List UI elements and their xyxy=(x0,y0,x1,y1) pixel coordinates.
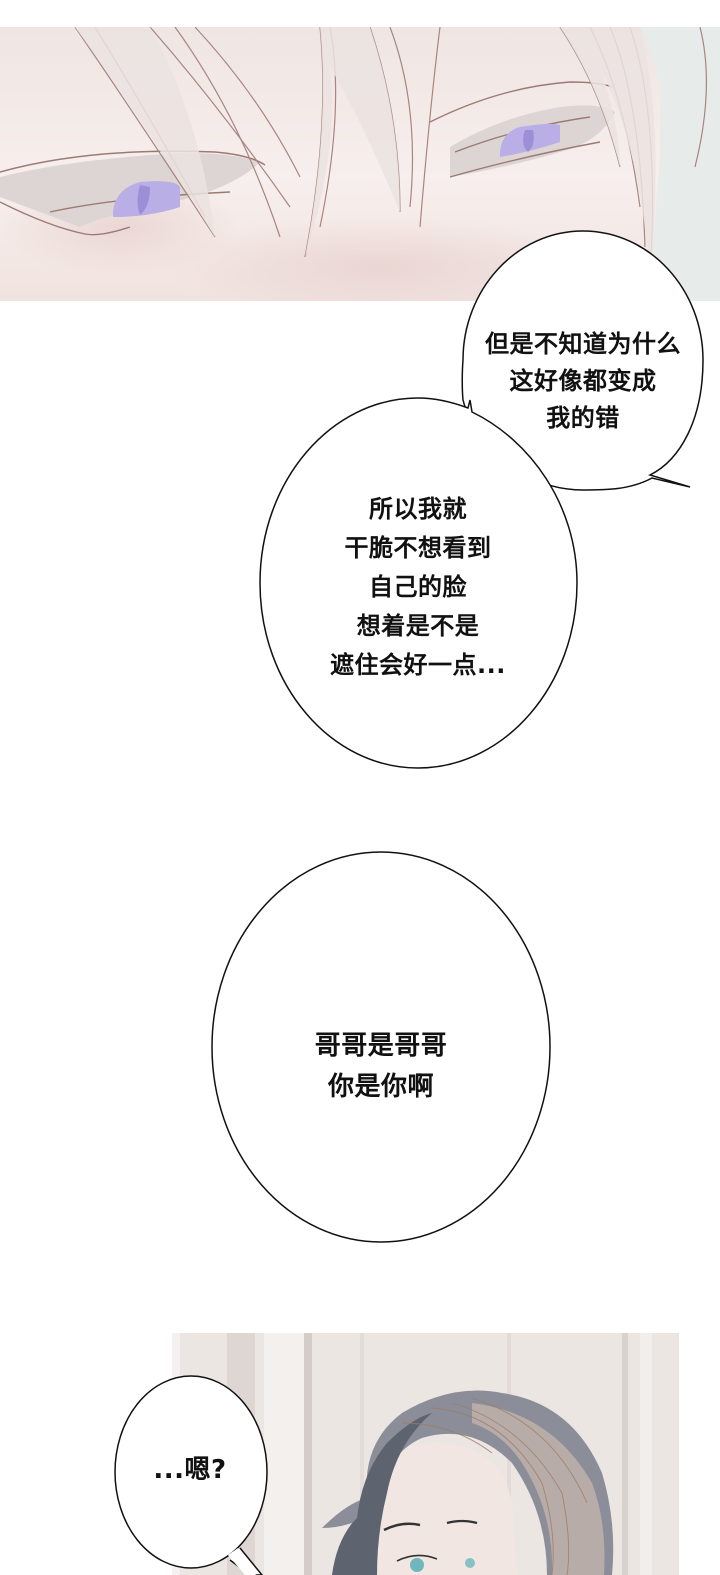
bubble-2-text: 所以我就 干脆不想看到 自己的脸 想着是不是 遮住会好一点... xyxy=(330,495,506,679)
bubble-3-text: 哥哥是哥哥 你是你啊 xyxy=(314,1031,448,1102)
eyes-artwork xyxy=(0,27,720,301)
panel-eyes-closeup xyxy=(0,27,720,301)
bubble-4-text: ...嗯? xyxy=(153,1455,227,1485)
bubble-1-text: 但是不知道为什么 这好像都变成 我的错 xyxy=(485,330,681,432)
